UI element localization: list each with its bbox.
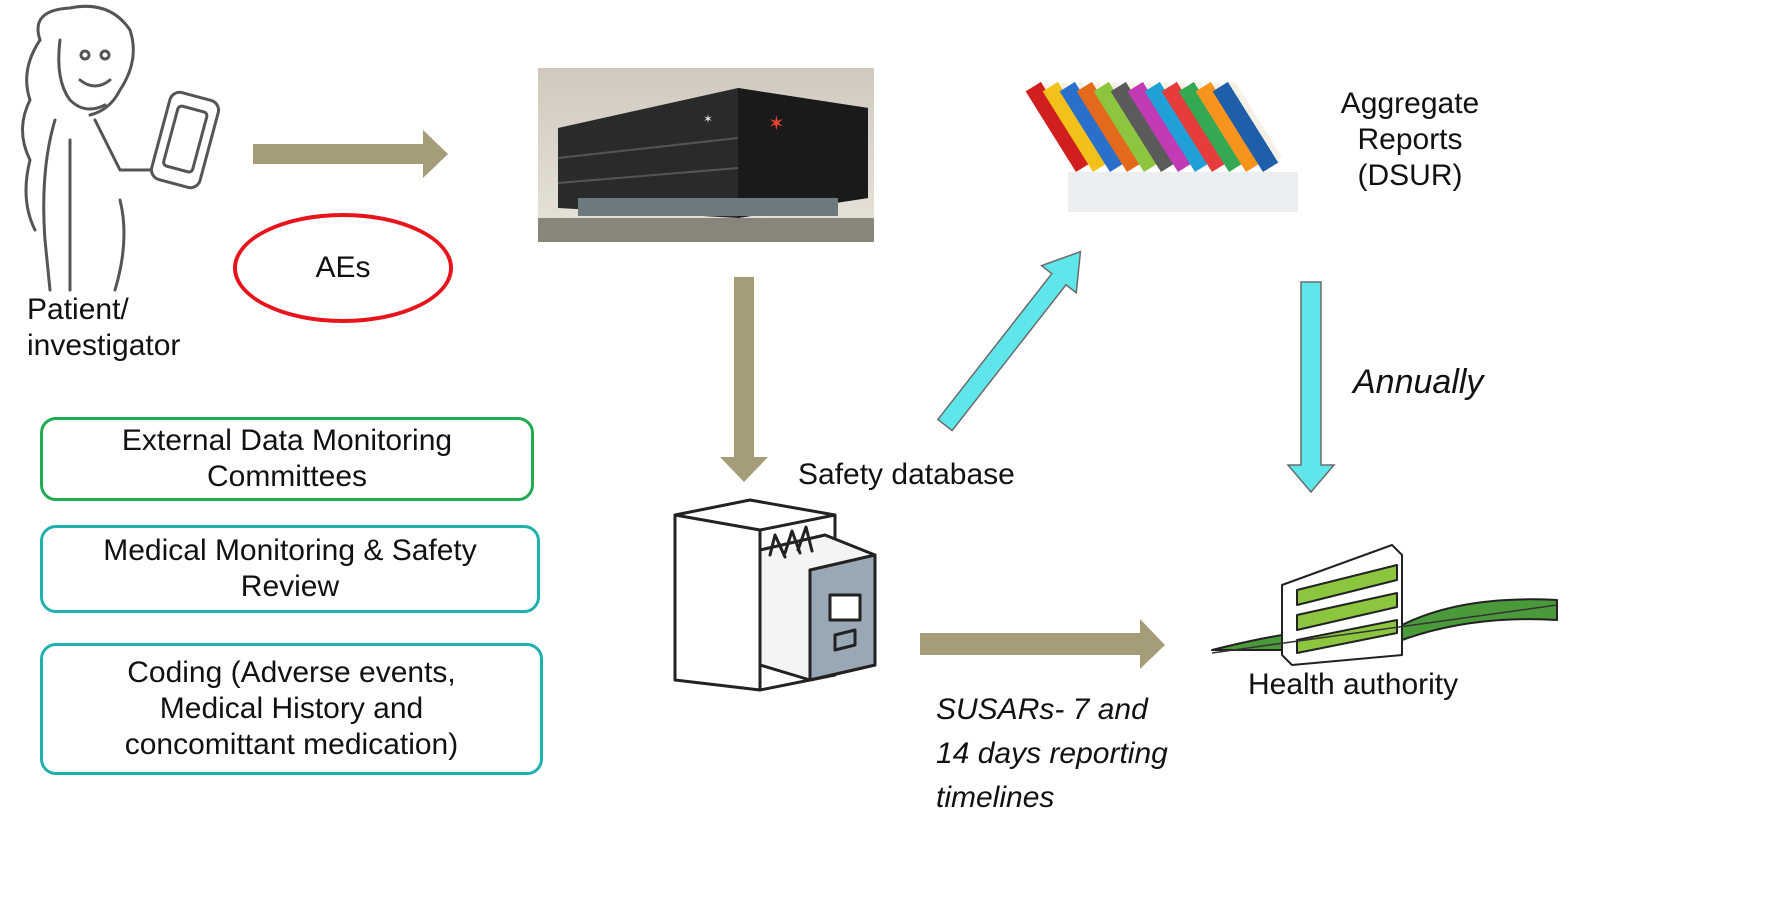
aes-ellipse: AEs [233,213,453,323]
arrow-building-to-database [720,277,768,482]
arrow-cyan-shape [1286,281,1336,494]
arrow-olive-shape [720,277,768,482]
medical-monitoring-label: Medical Monitoring & Safety Review [103,534,477,603]
filing-cabinet-icon [673,498,877,692]
person-holding-tablet-icon [21,4,221,292]
book-shape [1212,81,1283,172]
stack-of-books-icon [1025,62,1298,212]
coding-box: Coding (Adverse events, Medical History … [40,643,543,775]
arrow-patient-to-building [253,130,448,178]
arrow-olive-shape [920,619,1165,669]
arrow-database-to-reports [936,250,1082,432]
svg-text:✶: ✶ [703,112,713,126]
health-authority-label: Health authority [1248,668,1459,701]
arrow-olive-shape [253,130,448,178]
arrow-cyan-shape [936,250,1082,432]
office-building-photo: ✶ ✶ [538,68,874,242]
coding-label: Coding (Adverse events, Medical History … [124,656,459,761]
arrow-database-to-authority [920,619,1165,669]
aggregate-reports-label: Aggregate Reports (DSUR) [1340,87,1480,192]
patient-label: Patient/ investigator [27,293,181,362]
aes-label: AEs [315,251,371,284]
safety-database-label: Safety database [798,458,1015,491]
medical-monitoring-box: Medical Monitoring & Safety Review [40,525,540,613]
svg-text:✶: ✶ [768,113,785,135]
susars-label: SUSARs- 7 and 14 days reporting timeline… [936,693,1168,814]
external-data-monitoring-label: External Data Monitoring Committees [121,424,453,493]
external-data-monitoring-box: External Data Monitoring Committees [40,417,534,501]
annually-label: Annually [1353,363,1484,401]
health-authority-building-icon [1211,544,1558,666]
arrow-reports-to-authority [1286,281,1336,494]
